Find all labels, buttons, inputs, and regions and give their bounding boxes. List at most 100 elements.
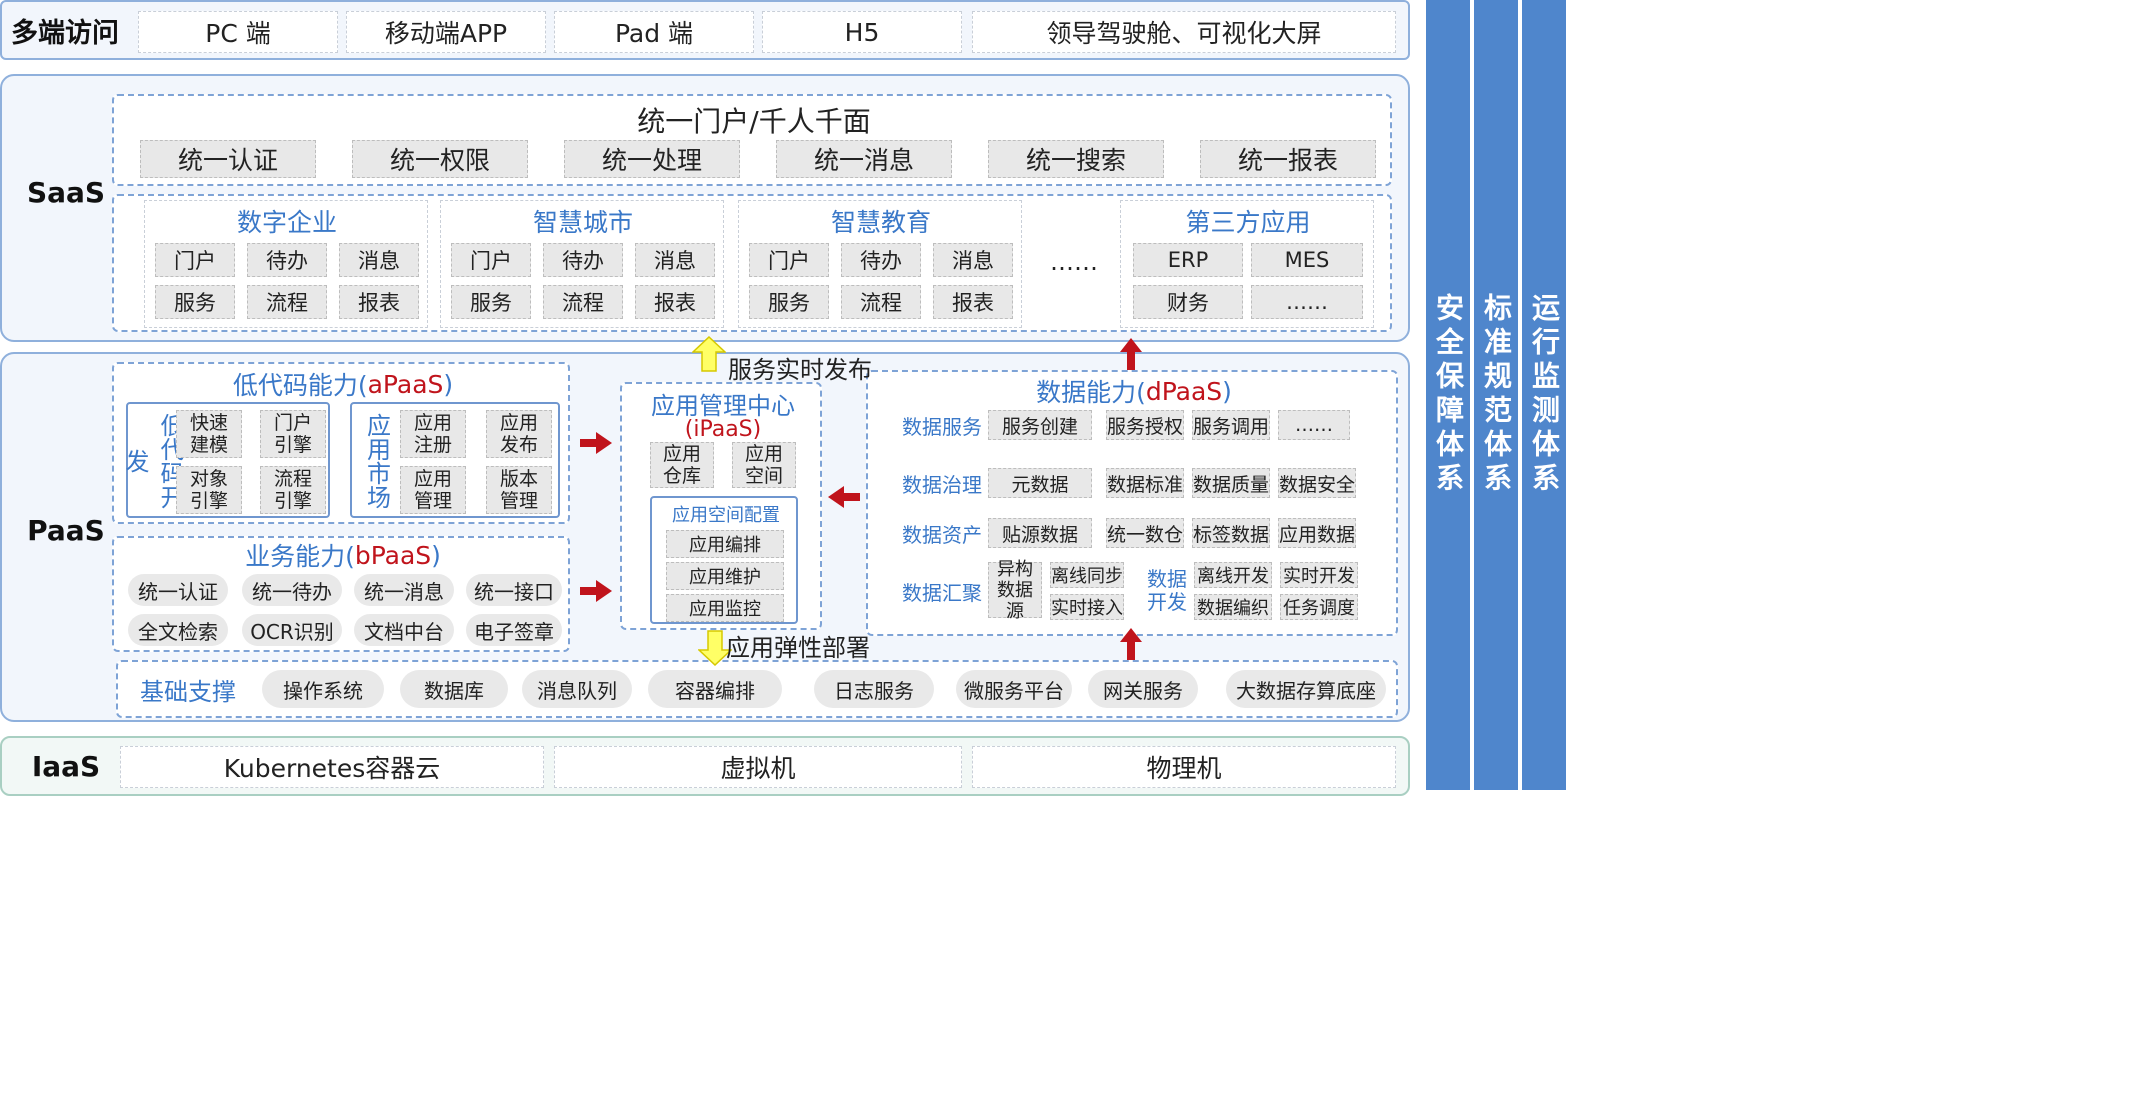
app-tile: 门户 (749, 243, 829, 277)
app-tile: 待办 (543, 243, 623, 277)
iaas-layer-label: IaaS (31, 749, 101, 783)
apps-ellipsis: …… (1050, 248, 1098, 276)
business-title: 业务能力(bPaaS) (114, 540, 572, 572)
data-item: 统一数仓 (1106, 518, 1184, 548)
unified-process: 统一处理 (564, 140, 740, 178)
arrow-lowcode-to-center (580, 432, 612, 454)
app-market-item: 应用注册 (400, 410, 466, 458)
app-tile: 服务 (749, 285, 829, 319)
data-title-suffix: ) (1222, 376, 1232, 406)
app-tile: 待办 (247, 243, 327, 277)
data-item: 服务授权 (1106, 410, 1184, 440)
app-tile: 服务 (155, 285, 235, 319)
lowcode-box: 低代码能力(aPaaS) 低代码开发 快速建模 门户引擎 对象引擎 流程引擎 应… (112, 362, 570, 524)
side-standards: 标准规范体系 (1474, 0, 1518, 790)
iaas-layer: IaaS Kubernetes容器云 虚拟机 物理机 (0, 736, 1410, 796)
data-item: 标签数据 (1192, 518, 1270, 548)
app-group-third-party: 第三方应用 ERP MES 财务 …… (1120, 200, 1374, 328)
app-group-title: 智慧教育 (830, 208, 931, 237)
app-group-city: 智慧城市 门户 待办 消息 服务 流程 报表 (440, 200, 724, 328)
iaas-item-vm: 虚拟机 (554, 746, 962, 788)
base-item: 消息队列 (522, 670, 632, 708)
unified-permission: 统一权限 (352, 140, 528, 178)
data-title-prefix: 数据能力( (1036, 378, 1146, 407)
app-tile: 消息 (933, 243, 1013, 277)
base-support-box: 基础支撑 操作系统 数据库 消息队列 容器编排 日志服务 微服务平台 网关服务 … (116, 660, 1398, 718)
app-tile: 待办 (841, 243, 921, 277)
data-row-label: 数据服务 (902, 414, 982, 439)
app-market-item: 应用发布 (486, 410, 552, 458)
lowcode-dev-label: 低代码开发 (121, 413, 184, 509)
publish-label: 服务实时发布 (728, 356, 872, 384)
data-collect-item: 离线同步 (1050, 562, 1124, 588)
data-item: 数据标准 (1106, 468, 1184, 498)
access-item-pc: PC 端 (138, 11, 338, 53)
app-tile: 报表 (933, 285, 1013, 319)
arrow-data-to-saas (1120, 338, 1142, 370)
app-tile: 服务 (451, 285, 531, 319)
lowcode-dev-item: 门户引擎 (260, 410, 326, 458)
data-dev-item: 实时开发 (1280, 562, 1358, 588)
data-box: 数据能力(dPaaS) 数据服务 服务创建 服务授权 服务调用 …… 数据治理 … (866, 370, 1398, 636)
app-tile: 门户 (451, 243, 531, 277)
saas-apps-box: 数字企业 门户 待办 消息 服务 流程 报表 智慧城市 门户 待办 消息 服务 … (112, 194, 1392, 332)
base-item: 网关服务 (1088, 670, 1198, 708)
business-title-suffix: ) (431, 540, 441, 570)
access-item-pad: Pad 端 (554, 11, 754, 53)
app-space-config-box: 应用空间配置 应用编排 应用维护 应用监控 (650, 496, 798, 624)
business-item: 统一认证 (128, 574, 228, 606)
unified-auth: 统一认证 (140, 140, 316, 178)
app-tile: 流程 (543, 285, 623, 319)
access-layer: 多端访问 PC 端 移动端APP Pad 端 H5 领导驾驶舱、可视化大屏 (0, 0, 1410, 60)
business-title-prefix: 业务能力( (245, 542, 355, 571)
unified-report: 统一报表 (1200, 140, 1376, 178)
lowcode-title-code: aPaaS (367, 369, 444, 399)
portal-title: 统一门户/千人千面 (637, 105, 871, 138)
data-item: 贴源数据 (988, 518, 1092, 548)
arrow-publish-up (692, 336, 726, 372)
deploy-label: 应用弹性部署 (726, 634, 870, 662)
app-tile: MES (1251, 243, 1363, 277)
data-collect-item: 实时接入 (1050, 594, 1124, 620)
app-market-box: 应用市场 应用注册 应用发布 应用管理 版本管理 (350, 402, 560, 518)
app-group-title: 智慧城市 (532, 208, 633, 237)
paas-layer: PaaS 低代码能力(aPaaS) 低代码开发 快速建模 门户引擎 对象引擎 流… (0, 352, 1410, 722)
base-item: 操作系统 (262, 670, 384, 708)
app-tile: ERP (1133, 243, 1243, 277)
data-item: …… (1278, 410, 1350, 440)
app-center-box: 应用管理中心 (iPaaS) 应用仓库 应用空间 应用空间配置 应用编排 应用维… (620, 382, 822, 630)
base-item: 大数据存算底座 (1226, 670, 1386, 708)
data-item: 数据质量 (1192, 468, 1270, 498)
arrow-business-to-center (580, 580, 612, 602)
app-group-title: 数字企业 (236, 208, 337, 237)
data-row-label: 数据资产 (902, 522, 982, 547)
lowcode-dev-item: 流程引擎 (260, 466, 326, 514)
app-market-item: 应用管理 (400, 466, 466, 514)
data-item: 服务调用 (1192, 410, 1270, 440)
lowcode-dev-box: 低代码开发 快速建模 门户引擎 对象引擎 流程引擎 (121, 402, 330, 518)
base-item: 日志服务 (814, 670, 934, 708)
unified-search: 统一搜索 (988, 140, 1164, 178)
business-item: 统一待办 (242, 574, 342, 606)
data-item: 元数据 (988, 468, 1092, 498)
app-tile: …… (1251, 285, 1363, 319)
app-space-config-item: 应用维护 (666, 562, 784, 590)
access-layer-label: 多端访问 (11, 17, 119, 49)
data-item: 服务创建 (988, 410, 1092, 440)
iaas-item-physical: 物理机 (972, 746, 1396, 788)
side-security: 安全保障体系 (1426, 0, 1470, 790)
app-space-config-item: 应用编排 (666, 530, 784, 558)
app-tile: 报表 (635, 285, 715, 319)
data-title-code: dPaaS (1145, 376, 1223, 406)
business-item: 全文检索 (128, 614, 228, 646)
arrow-data-to-center (828, 486, 860, 508)
lowcode-title-prefix: 低代码能力( (232, 371, 368, 400)
app-market-label: 应用市场 (362, 413, 391, 509)
base-item: 容器编排 (648, 670, 782, 708)
lowcode-title-suffix: ) (443, 369, 454, 399)
unified-message: 统一消息 (776, 140, 952, 178)
app-center-item: 应用仓库 (650, 442, 714, 488)
data-collect-label: 数据汇聚 (902, 580, 982, 605)
arrow-base-to-data (1120, 628, 1142, 660)
iaas-item-k8s: Kubernetes容器云 (120, 746, 544, 788)
